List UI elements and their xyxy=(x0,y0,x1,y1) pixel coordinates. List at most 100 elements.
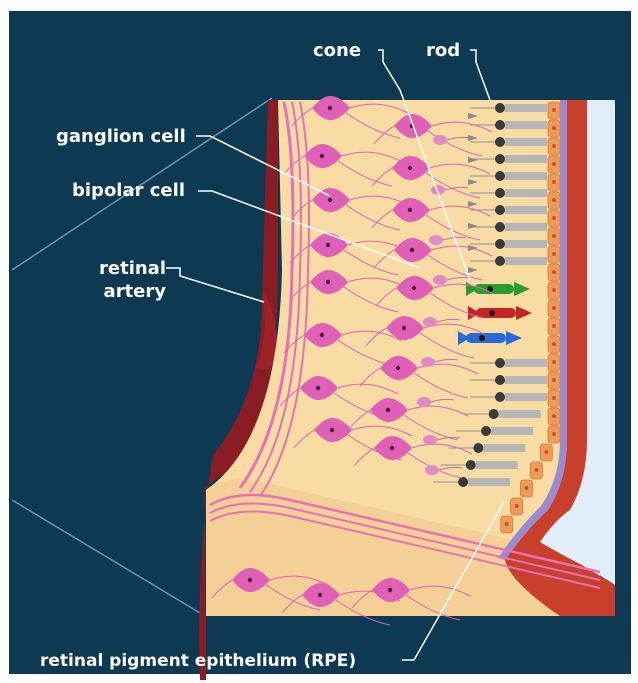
bipolar-cell-icon xyxy=(433,135,447,145)
rpe-nucleus xyxy=(544,450,548,454)
rpe-nucleus xyxy=(552,216,556,220)
ganglion-nucleus xyxy=(410,248,414,252)
rod-cell-icon xyxy=(505,172,547,180)
ganglion-nucleus xyxy=(396,366,400,370)
rpe-nucleus xyxy=(552,432,556,436)
rod-nucleus xyxy=(495,222,505,232)
bipolar-cell-icon xyxy=(417,397,431,407)
cone-nucleus xyxy=(479,335,485,341)
rpe-nucleus xyxy=(552,162,556,166)
rod-cell-icon xyxy=(476,461,518,469)
cone-cell-icon xyxy=(474,284,514,294)
rpe-nucleus xyxy=(552,288,556,292)
rpe-nucleus xyxy=(552,252,556,256)
rpe-nucleus xyxy=(552,324,556,328)
rpe-nucleus xyxy=(552,414,556,418)
rod-nucleus xyxy=(458,477,468,487)
rpe-nucleus xyxy=(525,486,529,490)
rod-cell-icon xyxy=(505,206,547,214)
rod-cell-icon xyxy=(505,393,547,401)
bipolar-cell-icon xyxy=(433,275,447,285)
rod-cell-icon xyxy=(505,223,547,231)
rod-cell-icon xyxy=(483,444,525,452)
ganglion-nucleus xyxy=(388,588,392,592)
rpe-nucleus xyxy=(552,144,556,148)
bipolar-cell-icon xyxy=(429,235,443,245)
rpe-nucleus xyxy=(552,378,556,382)
rod-cell-icon xyxy=(505,376,547,384)
rod-nucleus xyxy=(495,256,505,266)
cone-cell-icon xyxy=(476,308,516,318)
bipolar-cell-icon xyxy=(425,465,439,475)
rpe-nucleus xyxy=(552,234,556,238)
rod-nucleus xyxy=(495,103,505,113)
bipolar-cell-label: bipolar cell xyxy=(72,180,185,202)
rpe-nucleus xyxy=(505,522,509,526)
rod-cell-icon xyxy=(499,410,541,418)
cone-cell-icon xyxy=(466,333,506,343)
rod-nucleus xyxy=(495,171,505,181)
rod-nucleus xyxy=(495,392,505,402)
rod-cell-icon xyxy=(505,240,547,248)
rod-label: rod xyxy=(426,40,460,62)
rod-nucleus xyxy=(481,426,491,436)
ganglion-nucleus xyxy=(330,428,334,432)
ganglion-nucleus xyxy=(326,280,330,284)
rod-cell-icon xyxy=(505,104,547,112)
bipolar-cell-icon xyxy=(423,317,437,327)
rpe-nucleus xyxy=(552,126,556,130)
rpe-nucleus xyxy=(552,198,556,202)
cone-nucleus xyxy=(489,310,495,316)
ganglion-nucleus xyxy=(318,593,322,597)
rod-cell-icon xyxy=(505,155,547,163)
retinal-artery-label-line1: retinal xyxy=(96,258,166,280)
rod-nucleus xyxy=(466,460,476,470)
rpe-nucleus xyxy=(515,504,519,508)
rpe-nucleus xyxy=(552,360,556,364)
ganglion-nucleus xyxy=(316,386,320,390)
rod-nucleus xyxy=(495,205,505,215)
rpe-nucleus xyxy=(552,180,556,184)
rpe-nucleus xyxy=(552,396,556,400)
ganglion-nucleus xyxy=(412,286,416,290)
rod-cell-icon xyxy=(505,121,547,129)
rpe-nucleus xyxy=(552,306,556,310)
rod-cell-icon xyxy=(505,189,547,197)
rpe-nucleus xyxy=(552,342,556,346)
ganglion-nucleus xyxy=(390,446,394,450)
ganglion-nucleus xyxy=(320,333,324,337)
ganglion-nucleus xyxy=(386,408,390,412)
rpe-nucleus xyxy=(552,108,556,112)
rod-cell-icon xyxy=(505,359,547,367)
ganglion-nucleus xyxy=(408,166,412,170)
bipolar-cell-icon xyxy=(423,435,437,445)
cone-label: cone xyxy=(313,40,361,62)
rod-nucleus xyxy=(495,239,505,249)
ganglion-nucleus xyxy=(328,106,332,110)
rod-nucleus xyxy=(495,375,505,385)
ganglion-nucleus xyxy=(328,198,332,202)
ganglion-nucleus xyxy=(408,208,412,212)
ganglion-nucleus xyxy=(326,243,330,247)
bipolar-cell-icon xyxy=(421,357,435,367)
rod-nucleus xyxy=(473,443,483,453)
ganglion-nucleus xyxy=(248,578,252,582)
ganglion-cell-label: ganglion cell xyxy=(56,126,186,148)
retinal-artery-label-line2: artery xyxy=(96,281,166,303)
ganglion-nucleus xyxy=(320,154,324,158)
rod-cell-icon xyxy=(505,257,547,265)
rod-nucleus xyxy=(495,120,505,130)
rod-nucleus xyxy=(495,358,505,368)
rod-nucleus xyxy=(489,409,499,419)
rpe-nucleus xyxy=(552,270,556,274)
rod-cell-icon xyxy=(505,138,547,146)
rod-nucleus xyxy=(495,137,505,147)
rod-cell-icon xyxy=(491,427,533,435)
rod-nucleus xyxy=(495,188,505,198)
ganglion-nucleus xyxy=(402,326,406,330)
rpe-label: retinal pigment epithelium (RPE) xyxy=(40,650,356,672)
rod-cell-icon xyxy=(468,478,510,486)
rod-nucleus xyxy=(495,154,505,164)
rpe-nucleus xyxy=(534,468,538,472)
